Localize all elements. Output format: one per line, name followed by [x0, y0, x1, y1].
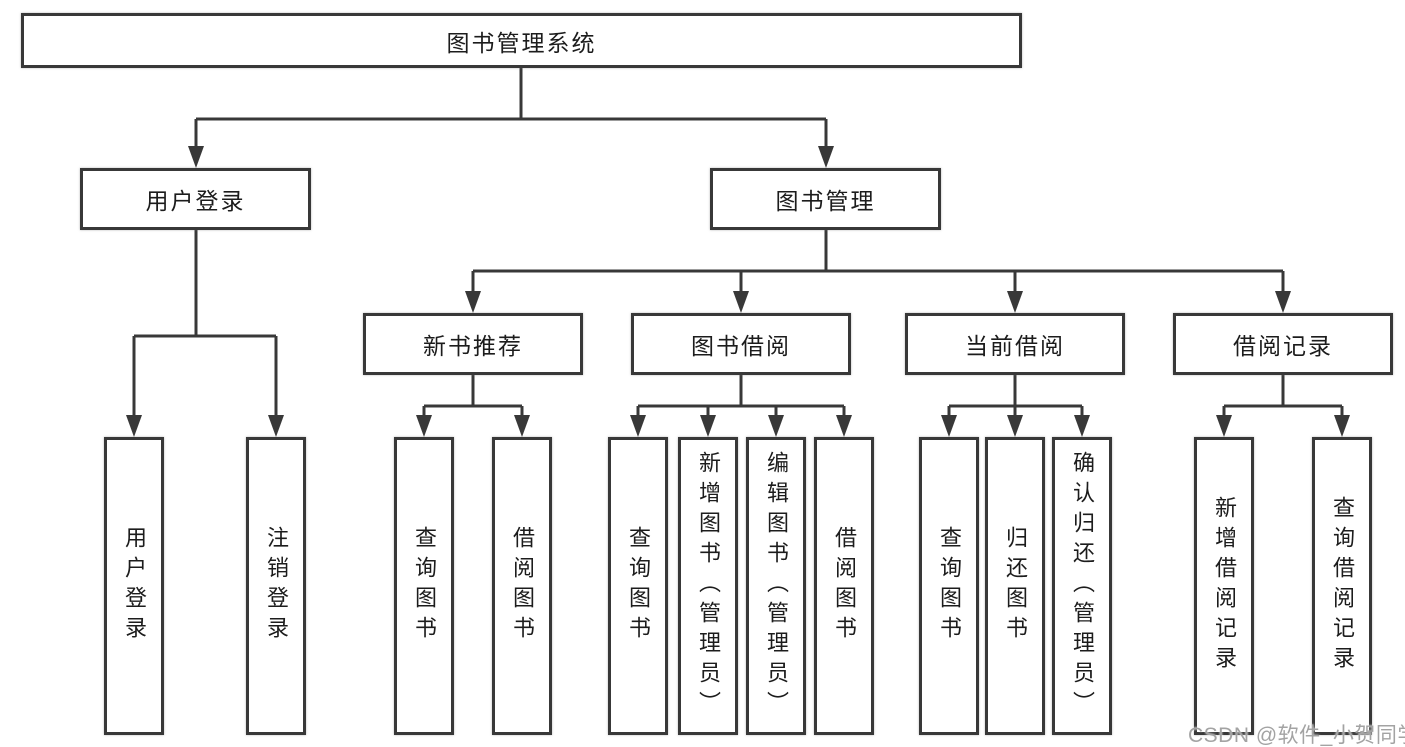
arrowhead-icon: [1007, 415, 1023, 437]
node-leaf-query-books-2: 查询图书: [608, 437, 668, 735]
arrowhead-icon: [768, 415, 784, 437]
node-root-system: 图书管理系统: [21, 13, 1022, 68]
arrowhead-icon: [630, 415, 646, 437]
node-leaf-add-books-admin: 新增图书（管理员）: [678, 437, 738, 735]
arrowhead-icon: [941, 415, 957, 437]
node-label: 注销登录: [264, 526, 289, 646]
connector-borrow-records-to-leaves: [1216, 375, 1350, 437]
arrowhead-icon: [1074, 415, 1090, 437]
connector-line: [1222, 375, 1344, 418]
arrowhead-icon: [1216, 415, 1232, 437]
arrowhead-icon: [268, 415, 284, 437]
node-label: 新增图书（管理员）: [696, 451, 721, 721]
node-label: 编辑图书（管理员）: [764, 451, 789, 721]
arrowhead-icon: [514, 415, 530, 437]
connector-line: [636, 375, 846, 418]
arrowhead-icon: [1007, 291, 1023, 313]
node-label: 图书管理: [775, 188, 876, 214]
node-label: 归还图书: [1003, 526, 1028, 646]
node-label: 查询图书: [626, 526, 651, 646]
connector-user-login-to-leaves: [126, 230, 284, 437]
node-label: 图书管理系统: [446, 29, 597, 56]
node-leaf-add-borrow-record: 新增借阅记录: [1194, 437, 1254, 735]
connector-book-mgmt-to-level3: [465, 230, 1291, 313]
arrowhead-icon: [733, 291, 749, 313]
node-label: 用户登录: [145, 188, 246, 214]
node-label: 借阅图书: [832, 526, 857, 646]
arrowhead-icon: [1334, 415, 1350, 437]
connector-current-borrow-to-leaves: [941, 375, 1090, 437]
node-leaf-borrow-books-1: 借阅图书: [492, 437, 552, 735]
node-new-books: 新书推荐: [363, 313, 583, 375]
node-book-borrow: 图书借阅: [631, 313, 851, 375]
connector-root-to-level2: [188, 68, 834, 168]
node-label: 图书借阅: [691, 333, 791, 359]
connector-new-books-to-leaves: [416, 375, 530, 437]
node-label: 查询图书: [937, 526, 962, 646]
arrowhead-icon: [126, 415, 142, 437]
arrowhead-icon: [465, 291, 481, 313]
node-label: 借阅记录: [1233, 333, 1333, 359]
node-label: 查询图书: [412, 526, 437, 646]
node-leaf-edit-books-admin: 编辑图书（管理员）: [746, 437, 806, 735]
node-label: 用户登录: [122, 526, 147, 646]
node-leaf-return-books: 归还图书: [985, 437, 1045, 735]
node-leaf-confirm-return-admin: 确认归还（管理员）: [1052, 437, 1112, 735]
node-label: 新增借阅记录: [1212, 496, 1237, 676]
node-user-login: 用户登录: [80, 168, 311, 230]
node-label: 借阅图书: [510, 526, 535, 646]
node-label: 新书推荐: [423, 333, 523, 359]
connector-line: [947, 375, 1084, 418]
node-borrow-records: 借阅记录: [1173, 313, 1393, 375]
node-leaf-query-books-3: 查询图书: [919, 437, 979, 735]
node-leaf-user-login: 用户登录: [104, 437, 164, 735]
connector-line: [132, 230, 278, 418]
node-leaf-borrow-books-2: 借阅图书: [814, 437, 874, 735]
node-label: 确认归还（管理员）: [1070, 451, 1095, 721]
node-label: 当前借阅: [965, 333, 1065, 359]
node-book-mgmt: 图书管理: [710, 168, 941, 230]
connector-line: [422, 375, 524, 418]
arrowhead-icon: [416, 415, 432, 437]
connector-line: [471, 230, 1285, 294]
arrowhead-icon: [818, 146, 834, 168]
node-label: 查询借阅记录: [1330, 496, 1355, 676]
arrowhead-icon: [188, 146, 204, 168]
csdn-watermark: CSDN @软件_小贺同学: [1188, 724, 1405, 747]
node-leaf-query-books-1: 查询图书: [394, 437, 454, 735]
connector-line: [194, 68, 828, 150]
arrowhead-icon: [700, 415, 716, 437]
node-leaf-logout: 注销登录: [246, 437, 306, 735]
arrowhead-icon: [1275, 291, 1291, 313]
node-leaf-query-borrow-record: 查询借阅记录: [1312, 437, 1372, 735]
arrowhead-icon: [836, 415, 852, 437]
connector-book-borrow-to-leaves: [630, 375, 852, 437]
node-current-borrow: 当前借阅: [905, 313, 1125, 375]
